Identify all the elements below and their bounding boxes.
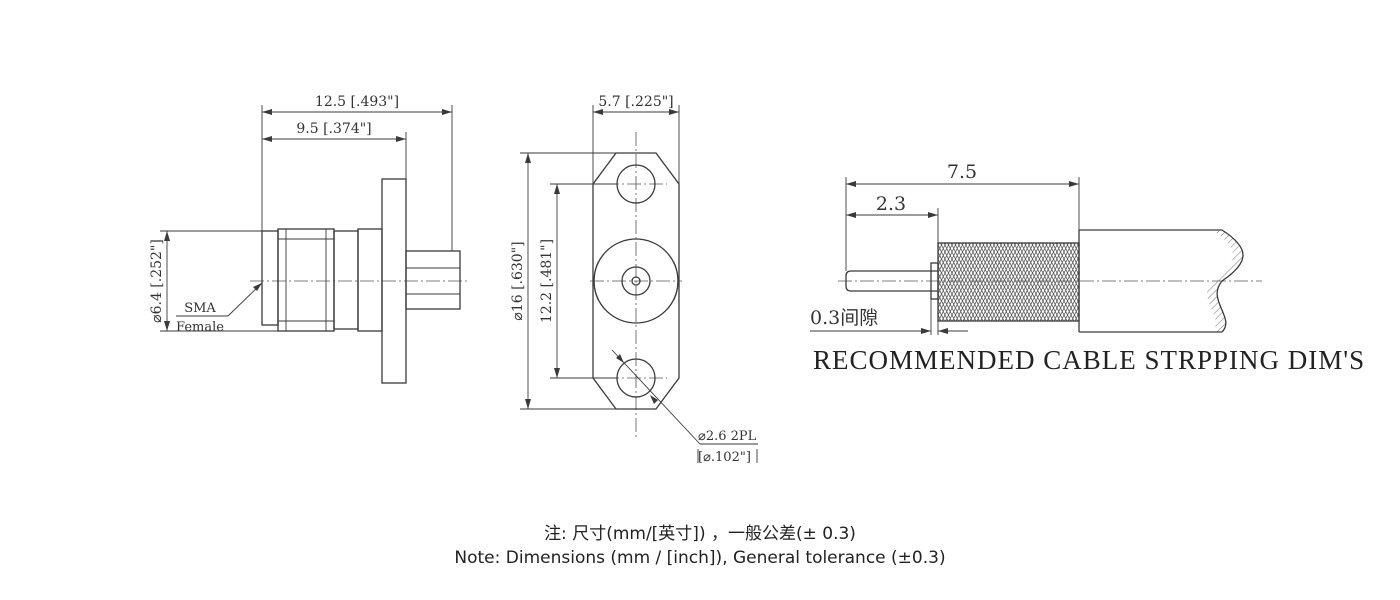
cable-view: 7.5 2.3 0.3间隙 RECOMMENDED CABLE STRPPING… (810, 161, 1365, 375)
jacket-cut-end (1207, 230, 1243, 332)
dim-body-length: 9.5 [.374"] (296, 121, 371, 137)
label-female: Female (176, 320, 224, 335)
front-view: 5.7 [.225"] ⌀16 [.630"] 12.2 [.481"] ⌀2.… (510, 94, 758, 465)
connector-pin (631, 276, 641, 286)
braid-shield (937, 242, 1080, 322)
dim-hole-diameter: ⌀2.6 2PL (698, 429, 757, 444)
dim-flange-height: ⌀16 [.630"] (510, 241, 526, 320)
note-chinese: 注: 尺寸(mm/[英寸]) ，一般公差(± 0.3) (544, 524, 856, 544)
sma-collar (333, 230, 359, 330)
center-conductor (845, 270, 938, 292)
sma-thread-body (261, 230, 279, 326)
dim-strip-total: 7.5 (947, 161, 977, 183)
cable-strip-title: RECOMMENDED CABLE STRPPING DIM'S (813, 345, 1365, 375)
dim-hole-diameter-inch: [⌀.102"] (698, 450, 751, 465)
rear-housing (405, 250, 461, 310)
label-sma: SMA (184, 301, 216, 316)
side-view: 12.5 [.493"] 9.5 [.374"] ⌀6.4 [.252"] SM… (149, 94, 470, 384)
sma-collar-2 (357, 228, 383, 332)
outer-jacket (1078, 229, 1222, 333)
dim-overall-length: 12.5 [.493"] (315, 94, 399, 110)
flange-outline (592, 152, 680, 410)
dim-flange-width: 5.7 [.225"] (598, 94, 673, 110)
note-english: Note: Dimensions (mm / [inch]), General … (454, 548, 946, 568)
dim-strip-pin: 2.3 (876, 193, 906, 215)
dim-strip-gap: 0.3间隙 (810, 307, 878, 329)
connector-dielectric (621, 266, 651, 296)
dim-hole-spacing: 12.2 [.481"] (539, 239, 555, 323)
notes: 注: 尺寸(mm/[英寸]) ，一般公差(± 0.3) Note: Dimens… (0, 522, 1400, 570)
dim-thread-diameter: ⌀6.4 [.252"] (149, 239, 165, 323)
